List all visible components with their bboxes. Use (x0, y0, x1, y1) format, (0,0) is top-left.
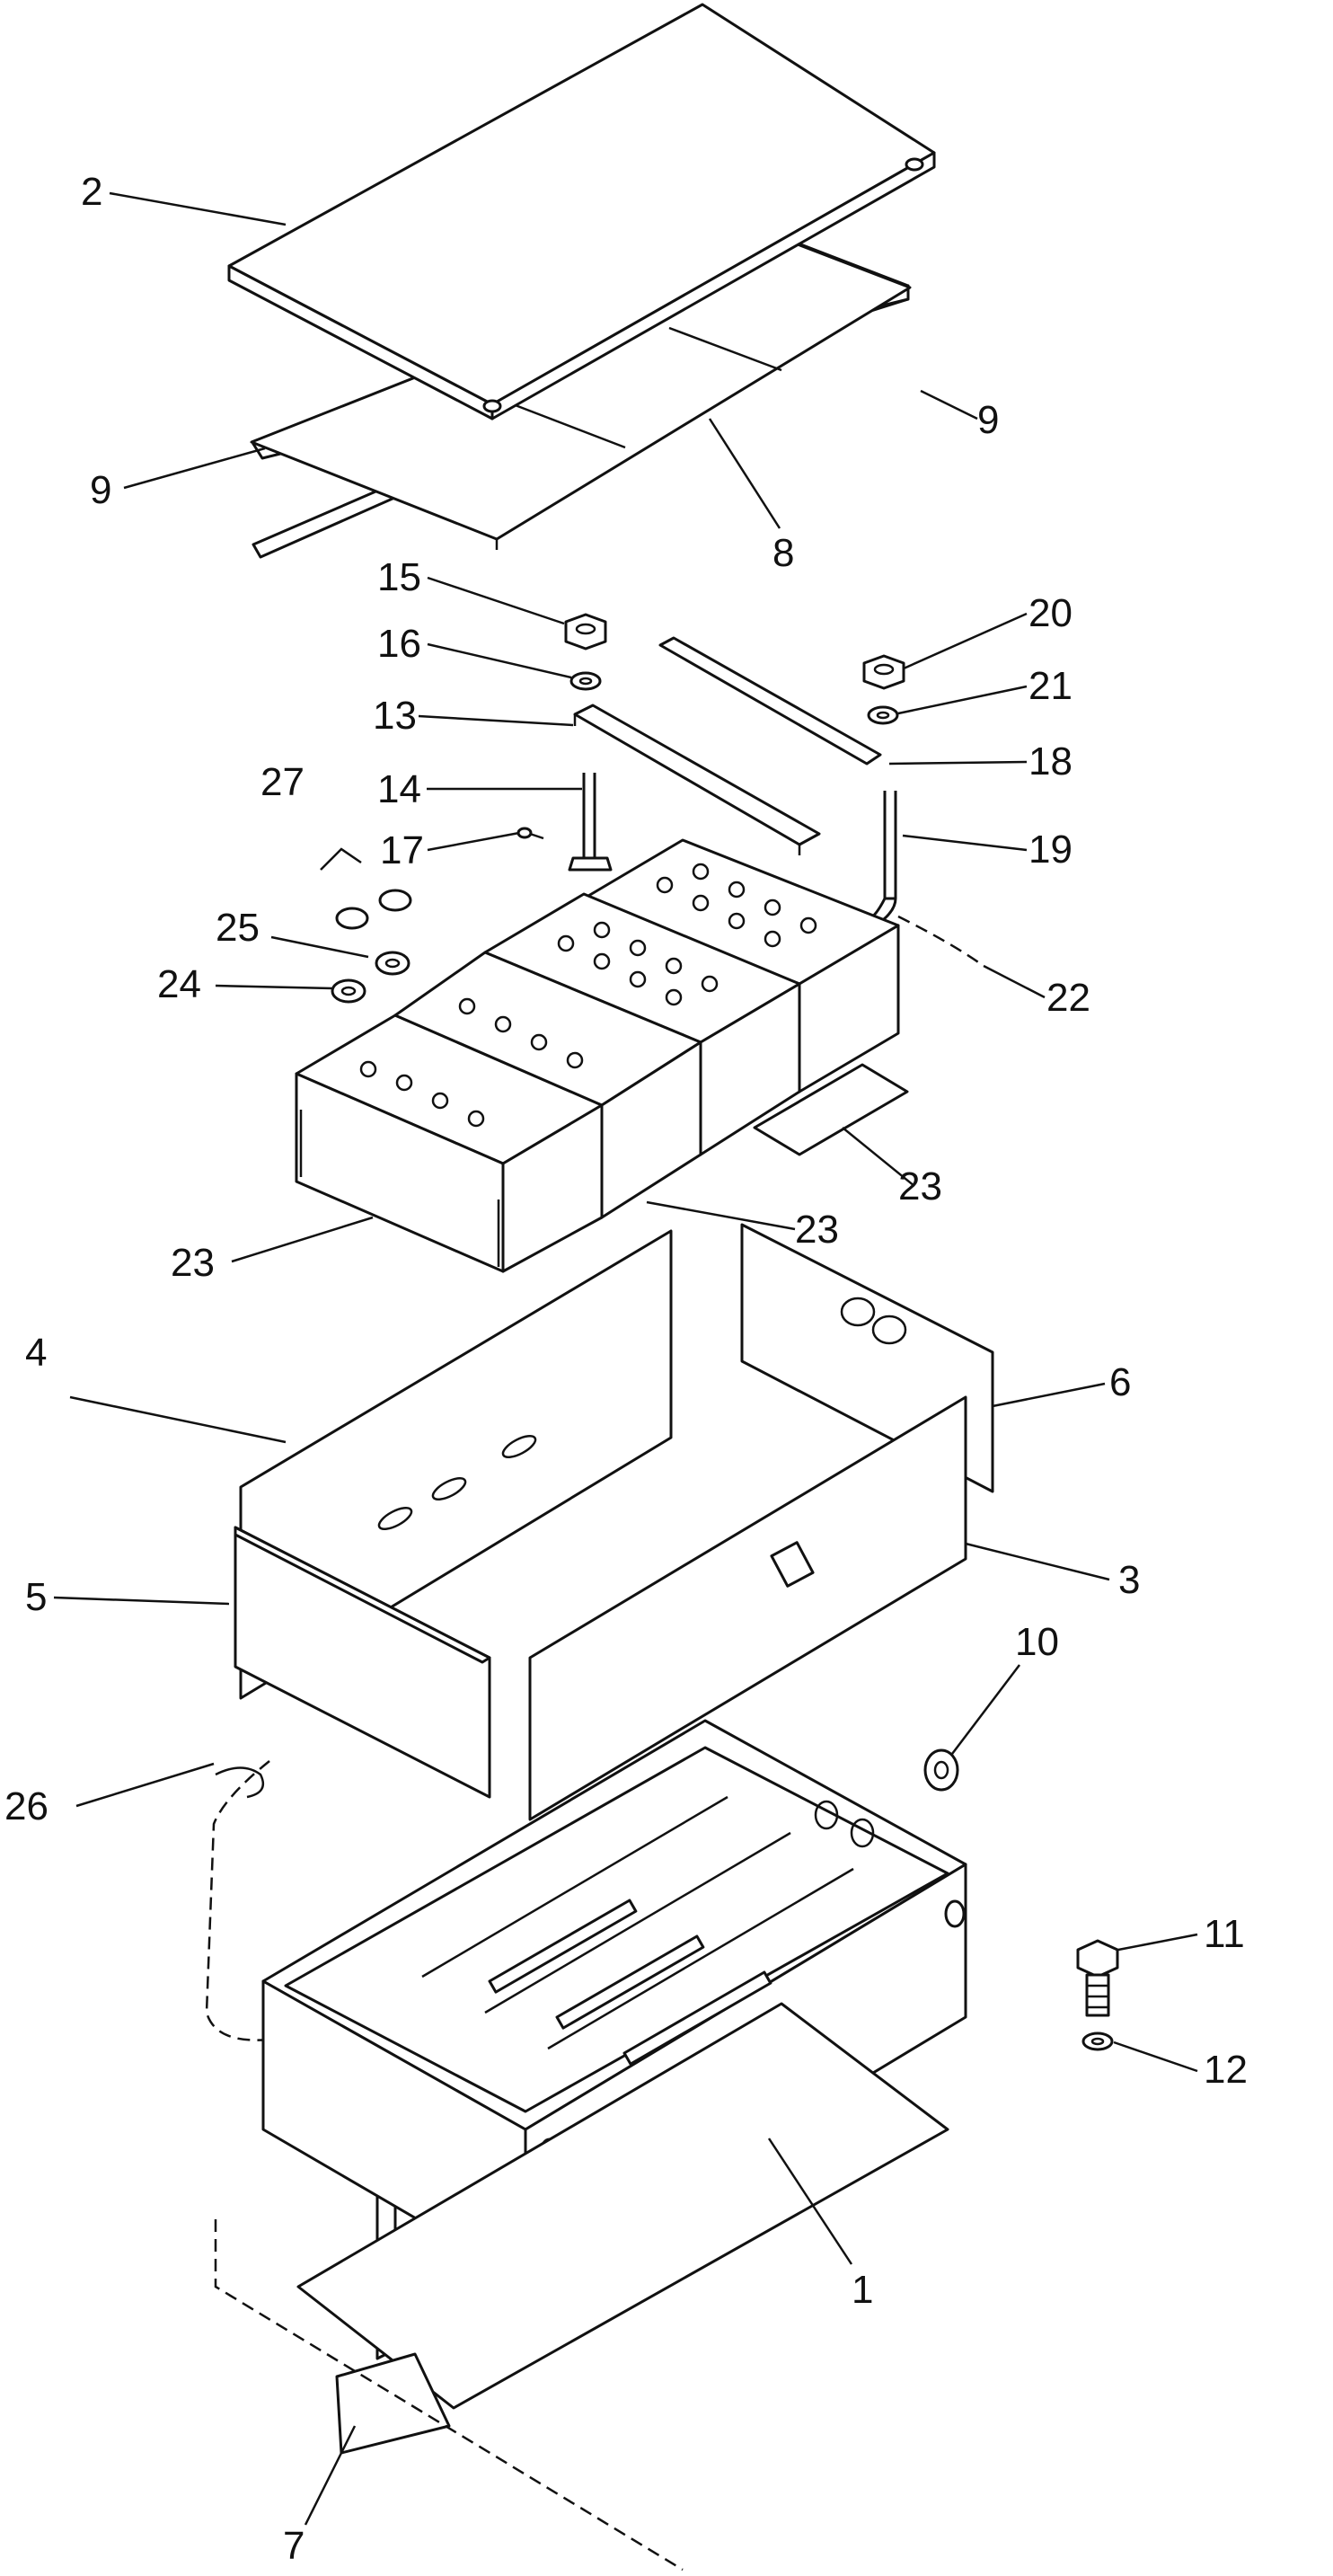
nut-20 (862, 654, 905, 690)
leader-lines (53, 191, 1198, 2526)
callout-20: 20 (1028, 591, 1073, 635)
callout-1: 1 (852, 2268, 873, 2312)
nut-15 (564, 613, 607, 651)
end-panel-5 (234, 1526, 491, 1799)
j-bolt-14 (568, 773, 613, 872)
battery-front (295, 951, 702, 1273)
callout-7: 7 (283, 2524, 305, 2568)
front-panel-3 (528, 1395, 967, 1821)
washer-12 (1081, 2032, 1114, 2051)
callout-24: 24 (157, 962, 201, 1006)
callout-17: 17 (380, 828, 424, 872)
terminal-25 (375, 951, 410, 976)
washer-16 (569, 671, 602, 691)
bolt-11 (1076, 1939, 1119, 2017)
callout-8: 8 (772, 531, 794, 575)
callout-16: 16 (377, 622, 421, 666)
callout-4: 4 (25, 1331, 47, 1375)
cover-2 (227, 3, 936, 420)
terminal-caps-27 (320, 847, 412, 930)
callout-14: 14 (377, 767, 421, 811)
j-bolt-19 (865, 791, 897, 927)
callout-11: 11 (1204, 1912, 1245, 1956)
terminal-24 (331, 978, 366, 1004)
callout-13: 13 (373, 694, 417, 738)
battery-strap (658, 636, 882, 766)
callout-2: 2 (81, 170, 102, 214)
callout-3: 3 (1118, 1558, 1140, 1602)
callout-10: 10 (1015, 1620, 1059, 1664)
callout-23-right: 23 (898, 1164, 942, 1208)
pin-17 (516, 827, 544, 840)
callout-12: 12 (1204, 2048, 1248, 2092)
callout-23-left: 23 (171, 1241, 215, 1285)
callout-19: 19 (1028, 828, 1073, 872)
callout-numbers: 2 9 9 8 15 16 13 14 17 27 25 24 20 21 18… (4, 170, 1248, 2568)
callout-26: 26 (4, 1784, 49, 1828)
callout-27: 27 (260, 760, 305, 804)
callout-9-left: 9 (90, 468, 111, 512)
bottom-plate-7 (214, 2002, 949, 2572)
callout-25: 25 (216, 906, 260, 950)
battery-hold-down-bar (573, 704, 821, 855)
callout-22: 22 (1046, 976, 1090, 1020)
callout-6: 6 (1109, 1360, 1131, 1404)
washer-21 (867, 705, 899, 725)
callout-9-right: 9 (977, 398, 999, 442)
battery-mat-23 (753, 1063, 909, 1156)
callout-15: 15 (377, 555, 421, 599)
callout-23-middle: 23 (795, 1208, 839, 1252)
callout-18: 18 (1028, 739, 1073, 783)
cable-22 (897, 915, 984, 968)
callout-21: 21 (1028, 664, 1073, 708)
callout-5: 5 (25, 1575, 47, 1619)
damper-10 (923, 1748, 959, 1792)
